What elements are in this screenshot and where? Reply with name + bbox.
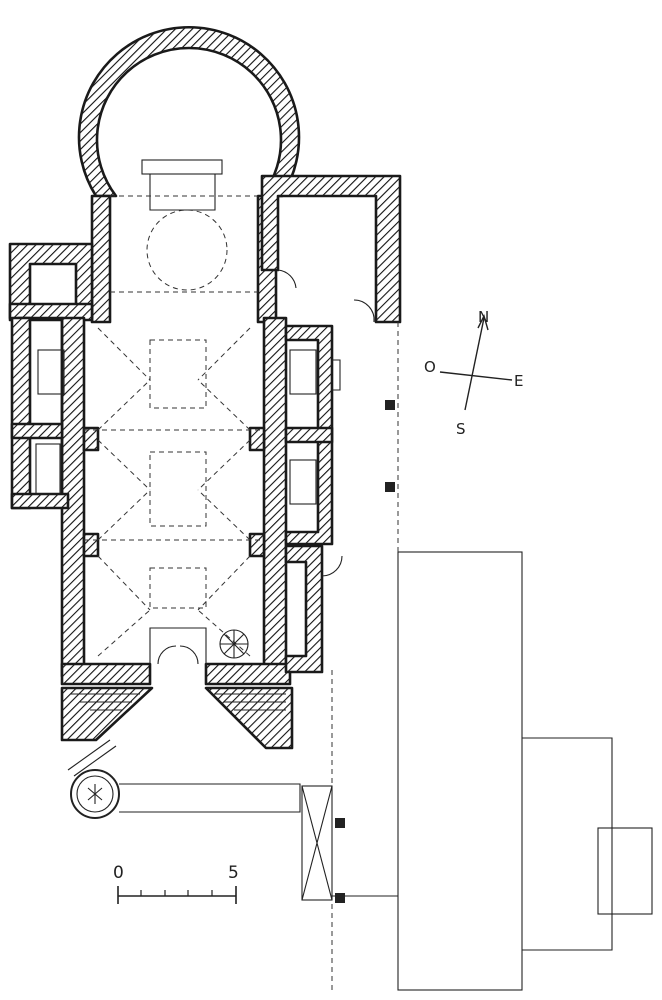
scale-start-label: 0 (113, 863, 124, 883)
compass-east-label: E (514, 372, 523, 390)
choir-walls (90, 194, 278, 324)
compass-north-label: N (478, 308, 489, 326)
nave-walls (60, 316, 292, 686)
entrance (149, 627, 249, 665)
north-arrow-icon (477, 314, 489, 331)
compass-rose: N E S O (424, 308, 523, 438)
scale-end-label: 5 (228, 863, 239, 883)
compass-ns-axis (464, 317, 485, 411)
vault-lines (84, 327, 264, 657)
side-room-west-upper (8, 242, 94, 322)
annex-south-east (284, 544, 343, 674)
compass-south-label: S (456, 420, 466, 438)
sacristy-north-east (260, 174, 402, 324)
well (67, 739, 301, 819)
adjacent-buildings (301, 322, 653, 991)
chapels-west (10, 316, 70, 510)
compass-ew-axis (439, 371, 513, 381)
front-steps (60, 686, 294, 750)
chapels-east (284, 324, 341, 546)
compass-west-label: O (424, 358, 436, 376)
scale-bar: 0 5 (113, 863, 239, 904)
